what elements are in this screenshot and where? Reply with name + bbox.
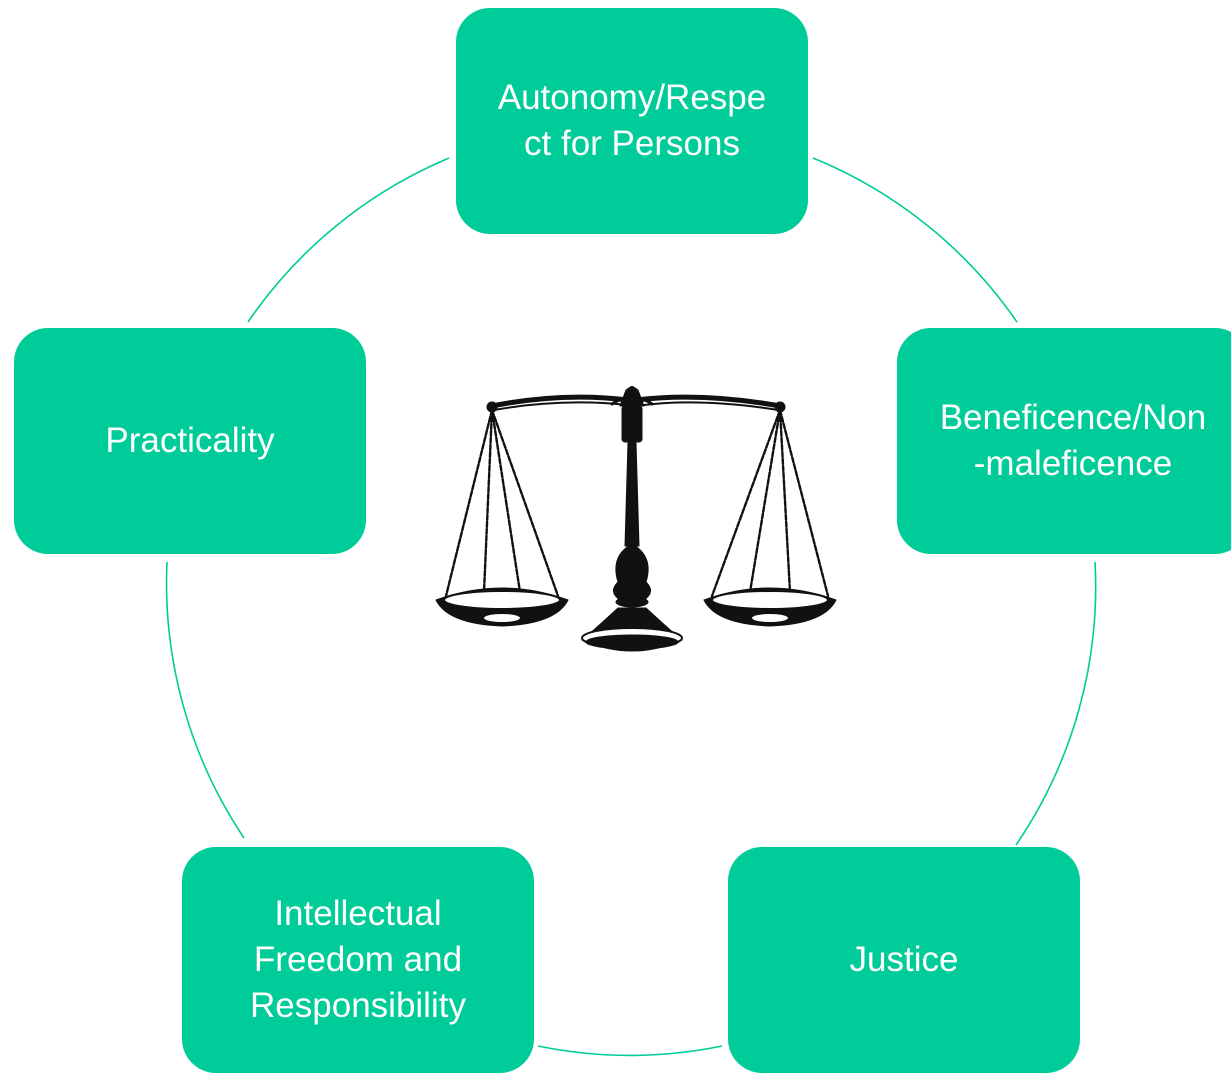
connector-arc-left-top bbox=[247, 157, 450, 323]
node-justice: Justice bbox=[728, 847, 1080, 1073]
node-intellectual-line-1: Intellectual bbox=[274, 893, 442, 933]
scales-pillar bbox=[624, 441, 640, 547]
node-intellectual-line-3: Responsibility bbox=[250, 986, 466, 1026]
connector-arc-bottomright-bottomleft bbox=[537, 1045, 723, 1057]
node-beneficence-line-1: Beneficence/Non bbox=[939, 397, 1207, 437]
node-practicality: Practicality bbox=[14, 328, 366, 554]
scales-of-justice-icon bbox=[435, 386, 837, 652]
node-autonomy-line-2: ct for Persons bbox=[524, 124, 740, 163]
node-autonomy-line-1: Autonomy/Respe bbox=[497, 77, 767, 117]
node-beneficence: Beneficence/Non -maleficence bbox=[897, 328, 1231, 554]
connector-arc-top-right bbox=[812, 157, 1018, 323]
node-justice-line-1: Justice bbox=[849, 939, 959, 979]
node-practicality-line-1: Practicality bbox=[105, 420, 275, 460]
connector-arc-bottomleft-left bbox=[165, 561, 245, 839]
node-intellectual-freedom: Intellectual Freedom and Responsibility bbox=[182, 847, 534, 1073]
connector-arc-right-bottomright bbox=[1015, 561, 1097, 846]
node-intellectual-line-2: Freedom and bbox=[253, 939, 463, 979]
eagle-finial bbox=[619, 386, 645, 407]
node-beneficence-line-2: -maleficence bbox=[973, 444, 1173, 483]
node-autonomy-respect: Autonomy/Respe ct for Persons bbox=[456, 8, 808, 234]
